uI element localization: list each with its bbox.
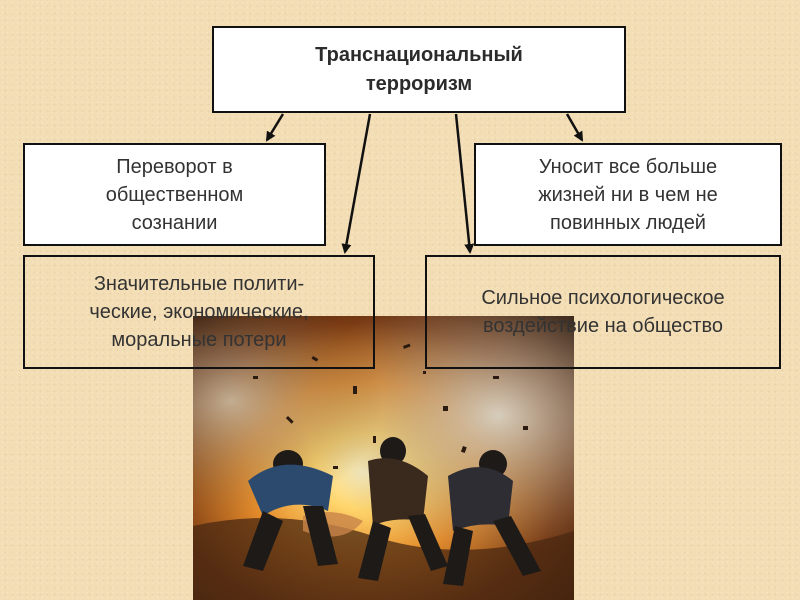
node-psychological-impact: Сильное психологическое воздействие на о… bbox=[425, 255, 781, 369]
root-node: Транснациональный терроризм bbox=[212, 26, 626, 113]
root-node-text: Транснациональный терроризм bbox=[315, 43, 523, 95]
node-losses: Значительные полити- ческие, экономическ… bbox=[23, 255, 375, 369]
node-text: Уносит все больше жизней ни в чем не пов… bbox=[538, 155, 718, 234]
explosion-photo bbox=[193, 316, 574, 600]
arrow-to-b1 bbox=[265, 113, 285, 142]
arrow-to-b4 bbox=[454, 113, 475, 254]
arrow-to-b2 bbox=[565, 113, 584, 142]
node-text: Значительные полити- ческие, экономическ… bbox=[89, 273, 309, 351]
arrow-to-b3 bbox=[341, 113, 372, 254]
node-consciousness-shift: Переворот в общественном сознании bbox=[23, 143, 326, 246]
node-text: Переворот в общественном сознании bbox=[105, 155, 244, 234]
node-innocent-victims: Уносит все больше жизней ни в чем не пов… bbox=[474, 143, 782, 246]
node-text: Сильное психологическое воздействие на о… bbox=[481, 287, 725, 337]
